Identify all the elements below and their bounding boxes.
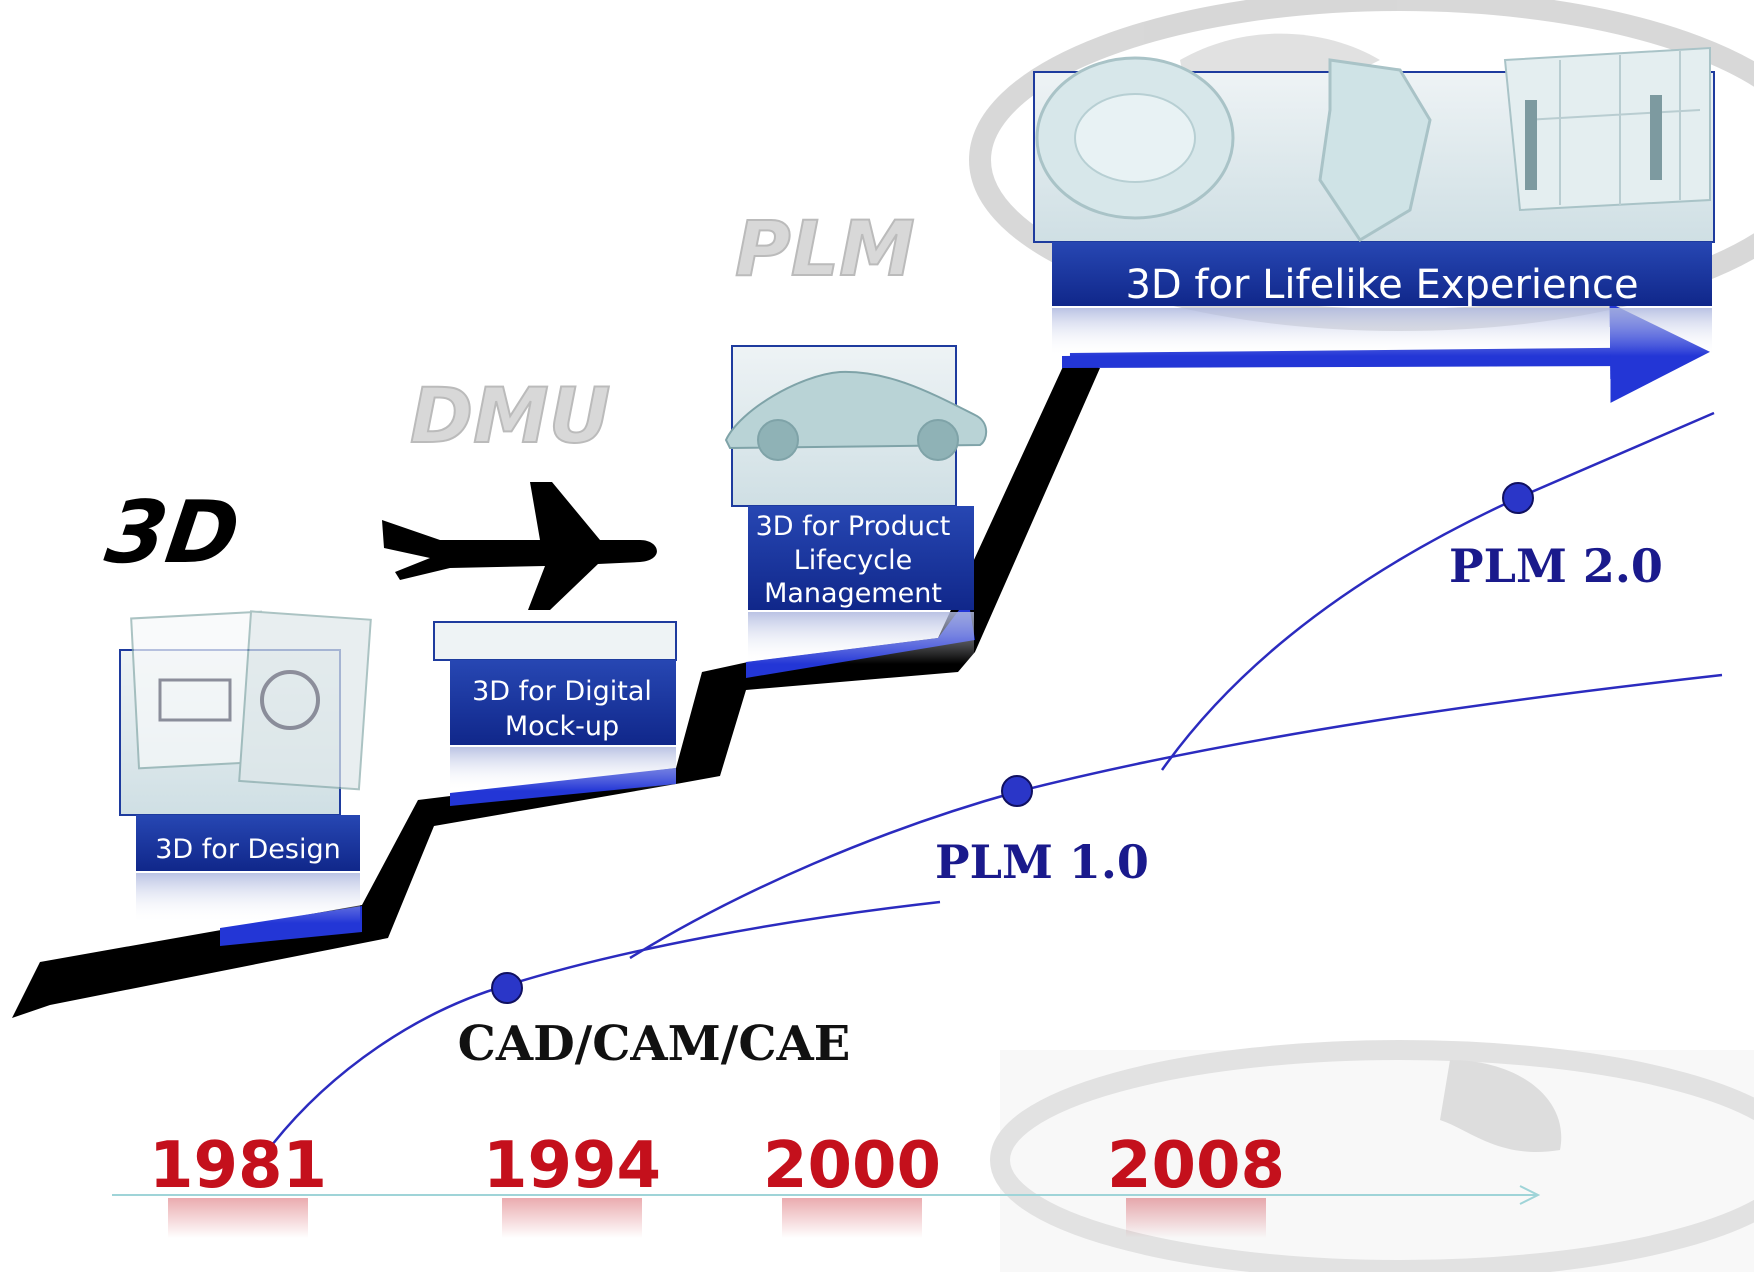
step-design-reflection	[136, 873, 360, 923]
step-dmu-image	[433, 621, 677, 661]
step-dmu-reflection	[450, 747, 676, 791]
step-plm-label-line3: Management	[764, 578, 942, 609]
year-reflections	[168, 1198, 1266, 1238]
step-lifelike-reflection	[1052, 308, 1712, 356]
step-design-panel	[136, 815, 360, 871]
timeline-arrowhead	[1519, 1185, 1541, 1205]
step-dmu-label-line1: 3D for Digital	[472, 676, 652, 707]
step-design-label: 3D for Design	[155, 834, 340, 865]
staircase-black	[12, 360, 1100, 1018]
step-dmu: 3D for Digital Mock-up	[433, 621, 677, 791]
step-lifelike-label: 3D for Lifelike Experience	[1125, 262, 1638, 308]
step-plm-label-line1: 3D for Product	[756, 511, 951, 542]
step-plm-label-line2: Lifecycle	[794, 545, 912, 576]
era-label-cad: CAD/CAM/CAE	[458, 1016, 851, 1072]
car-icon	[724, 370, 988, 461]
milestone-dot-plm2	[1502, 482, 1534, 514]
step-design: 3D for Design	[119, 610, 372, 923]
step-dmu-label-line2: Mock-up	[505, 711, 619, 742]
product-renders-icon	[1035, 46, 1711, 243]
curve-cad	[267, 900, 941, 1151]
step-plm: 3D for Product Lifecycle Management	[724, 345, 988, 664]
era-label-plm1: PLM 1.0	[935, 835, 1149, 889]
step-plm-reflection	[748, 612, 974, 664]
airplane-icon	[382, 482, 657, 610]
year-label-2008: 2008	[1107, 1129, 1285, 1203]
logo-plm: PLM	[735, 204, 915, 293]
curve-plm2	[1160, 411, 1715, 771]
year-label-2000: 2000	[763, 1129, 941, 1203]
era-label-plm2: PLM 2.0	[1449, 539, 1663, 593]
step-lifelike-panel	[1052, 242, 1712, 306]
adoption-curves	[267, 411, 1723, 1151]
step-dmu-panel	[450, 660, 676, 745]
step-lifelike: 3D for Lifelike Experience	[1033, 46, 1715, 356]
cad-drawing-icon	[130, 610, 372, 791]
curve-plm1	[629, 673, 1723, 960]
milestone-dot-plm1	[1001, 775, 1033, 807]
background-globe-bottom	[990, 1040, 1754, 1272]
year-label-1994: 1994	[483, 1129, 661, 1203]
milestone-dot-cad	[491, 972, 523, 1004]
step-plm-panel	[748, 506, 974, 610]
logo-3d: 3D	[100, 483, 245, 583]
year-label-1981: 1981	[149, 1129, 327, 1203]
logo-dmu: DMU	[410, 371, 610, 460]
